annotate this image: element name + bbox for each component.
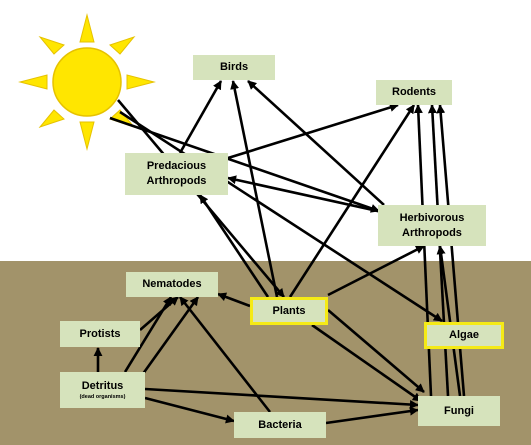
node-algae: Algae [424, 322, 504, 349]
arrow-predacious-to-rodents [227, 103, 399, 160]
arrow-plants-to-predacious [198, 194, 270, 298]
node-detritus: Detritus (dead organisms) [60, 372, 145, 408]
arrow-protists-to-nematodes [139, 296, 179, 331]
arrow-fungi-to-rodents-a [413, 104, 433, 397]
node-rodents: Rodents [376, 80, 452, 105]
arrow-plants-to-fungi-b [327, 309, 425, 393]
node-protists-label: Protists [79, 327, 121, 340]
node-predacious-line1: Predacious [146, 160, 207, 172]
arrow-detritus-to-bacteria [144, 396, 235, 424]
node-rodents-label: Rodents [392, 86, 436, 98]
arrow-plants-to-fungi-a [311, 323, 422, 403]
node-fungi: Fungi [418, 396, 500, 426]
node-birds-label: Birds [219, 61, 249, 73]
arrow-sun-to-herbivorous [109, 116, 380, 213]
arrow-detritus-to-fungi [144, 387, 419, 410]
node-fungi-label: Fungi [444, 404, 474, 417]
node-detritus-label: Detritus [81, 380, 124, 392]
arrow-predacious-to-birds [178, 80, 223, 154]
arrow-bacteria-to-fungi [325, 406, 419, 425]
node-algae-label: Algae [449, 329, 479, 341]
sun-icon [18, 13, 156, 151]
arrow-fungi-to-rodents-c [436, 104, 466, 397]
node-bacteria: Bacteria [234, 412, 326, 438]
arrow-plants-to-rodents [288, 104, 416, 298]
node-herbivorous-arthropods: Herbivorous Arthropods [378, 205, 486, 246]
node-herbivorous-line2: Arthropods [402, 226, 462, 239]
arrow-plants-to-nematodes [217, 292, 251, 308]
node-plants: Plants [250, 297, 328, 325]
node-protists: Protists [60, 321, 140, 347]
node-herbivorous-line1: Herbivorous [399, 211, 465, 224]
node-predacious-line2: Arthropods [146, 175, 207, 187]
arrow-bacteria-to-nematodes [178, 296, 272, 413]
arrow-fungi-to-herbivorous [436, 245, 462, 397]
node-predacious-arthropods: Predacious Arthropods [125, 153, 228, 195]
arrow-sun-to-algae [119, 110, 443, 323]
node-plants-label: Plants [272, 304, 306, 317]
node-nematodes: Nematodes [126, 272, 218, 297]
arrow-herbivorous-to-predacious [227, 175, 383, 214]
node-bacteria-label: Bacteria [258, 418, 302, 431]
arrow-herbivorous-to-birds [247, 80, 385, 206]
arrow-plants-to-birds [230, 80, 279, 298]
node-detritus-sublabel: (dead organisms) [79, 394, 126, 400]
arrow-detritus-to-nematodes-b [138, 296, 200, 379]
arrow-plants-to-herbivorous [327, 244, 425, 297]
node-nematodes-label: Nematodes [142, 278, 202, 290]
node-birds: Birds [193, 55, 275, 80]
